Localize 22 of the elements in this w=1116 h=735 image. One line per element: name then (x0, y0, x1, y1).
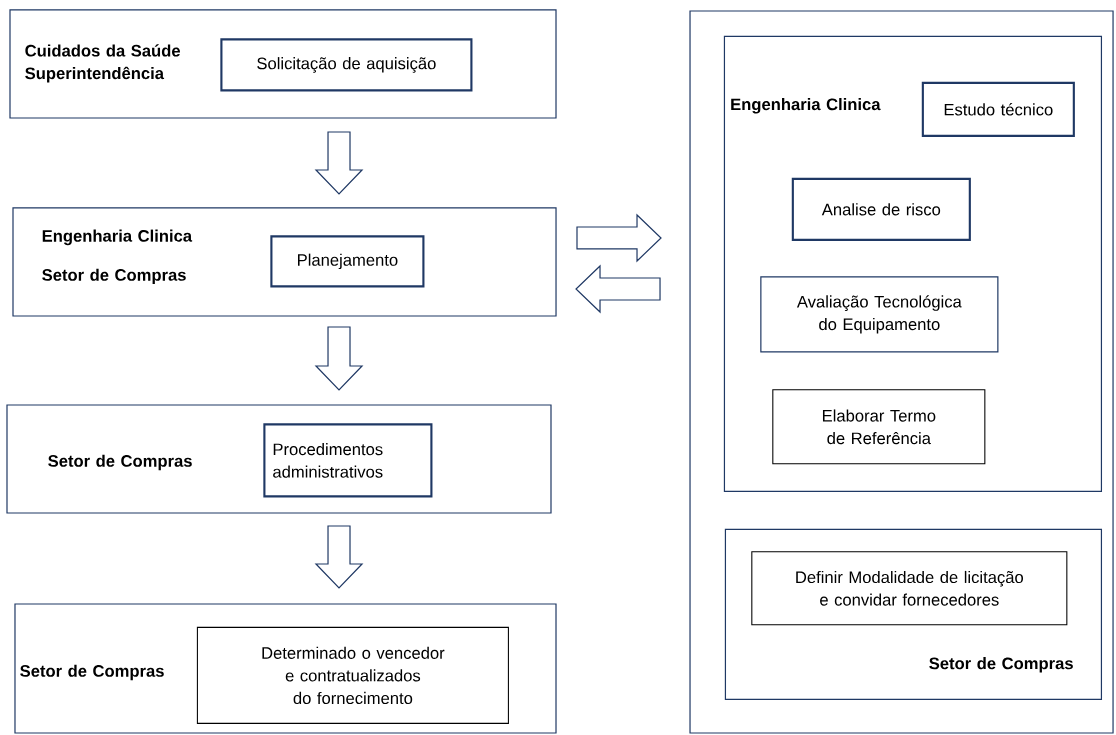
box-heading: Setor de Compras (42, 268, 186, 285)
box-heading: Engenharia Clinica (42, 229, 193, 246)
block-arrow (314, 131, 364, 195)
block-arrow (314, 525, 364, 589)
process-box: Definir Modalidade de licitação e convidar fornecedores (751, 551, 1068, 626)
block-arrow (575, 264, 661, 314)
box-heading: Cuidados da Saúde Superintendência (25, 44, 180, 83)
process-box: Avaliação Tecnológica do Equipamento (760, 276, 999, 353)
process-box: Estudo técnico (921, 81, 1075, 137)
box-heading: Setor de Compras (20, 664, 164, 681)
process-box: Determinado o vencedor e contratualizados do fornecimento (196, 626, 509, 724)
process-box: Solicitação de aquisição (220, 38, 473, 92)
box-heading: Setor de Compras (48, 454, 192, 471)
block-arrow (314, 326, 364, 391)
process-box: Elaborar Termo de Referência (772, 389, 986, 465)
process-box: Planejamento (270, 235, 425, 288)
box-heading: Setor de Compras (929, 657, 1073, 673)
box-heading: Engenharia Clinica (731, 98, 881, 114)
process-box: Analise de risco (791, 177, 971, 241)
process-box: Procedimentos administrativos (263, 423, 433, 498)
block-arrow (576, 213, 662, 263)
container-box (689, 10, 1114, 734)
